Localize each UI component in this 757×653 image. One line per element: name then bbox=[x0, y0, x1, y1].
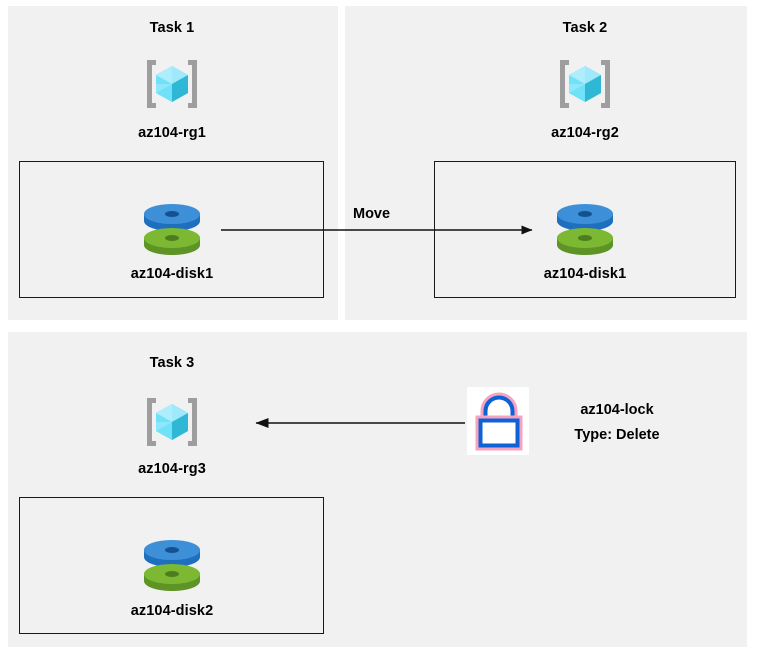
resource-group-label-1: az104-rg1 bbox=[138, 125, 206, 141]
task-1-title: Task 1 bbox=[149, 20, 195, 36]
move-connector-label: Move bbox=[353, 206, 391, 222]
azure-managed-disk-icon bbox=[553, 199, 617, 255]
lock-icon bbox=[471, 391, 527, 453]
azure-managed-disk-icon bbox=[140, 199, 204, 255]
task-3-title: Task 3 bbox=[149, 355, 195, 371]
azure-resource-group-icon bbox=[140, 52, 204, 116]
lock-type-label: Type: Delete bbox=[574, 427, 660, 443]
azure-managed-disk-icon bbox=[140, 535, 204, 591]
resource-group-label-3: az104-rg3 bbox=[138, 461, 206, 477]
disk-label-3: az104-disk2 bbox=[130, 603, 214, 619]
task-2-title: Task 2 bbox=[562, 20, 608, 36]
resource-group-label-2: az104-rg2 bbox=[551, 125, 619, 141]
disk-label-1: az104-disk1 bbox=[130, 266, 214, 282]
azure-resource-group-icon bbox=[553, 52, 617, 116]
lock-name-label: az104-lock bbox=[580, 402, 654, 418]
disk-label-2: az104-disk1 bbox=[543, 266, 627, 282]
azure-resource-group-icon bbox=[140, 390, 204, 454]
